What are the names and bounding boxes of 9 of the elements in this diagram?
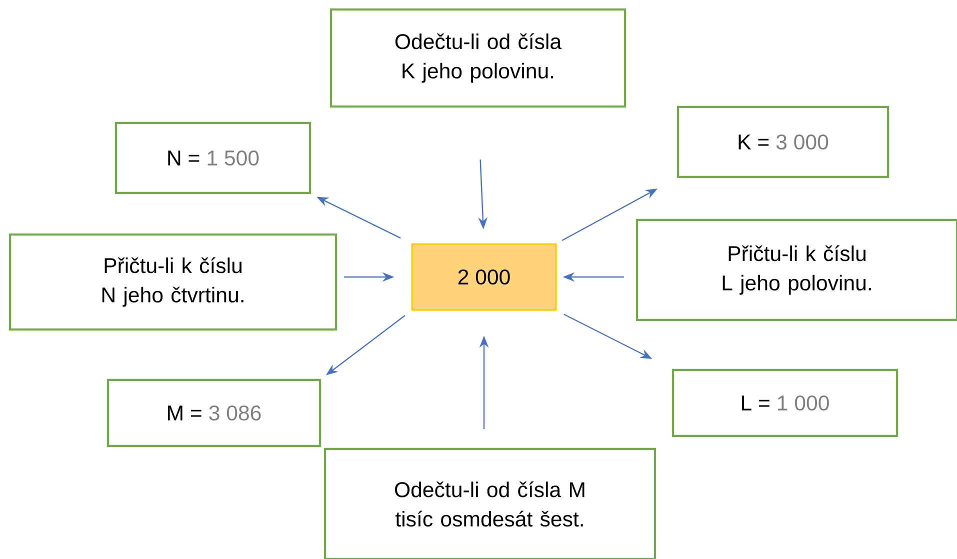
statement-box: Přičtu-li k číslu L jeho polovinu. xyxy=(636,218,957,322)
value-box: K = 3 000 xyxy=(676,106,890,178)
value-box: L = 1 000 xyxy=(672,368,898,438)
statement-box: Přičtu-li k číslu N jeho čtvrtinu. xyxy=(8,233,338,331)
value-box: N = 1 500 xyxy=(114,122,312,194)
value-box: M = 3 086 xyxy=(106,378,322,448)
statement-box: Odečtu-li od čísla M tisíc osmdesát šest. xyxy=(324,448,656,559)
number-box: 2 000 xyxy=(411,243,557,311)
statement-box: Odečtu-li od čísla K jeho polovinu. xyxy=(330,8,626,108)
